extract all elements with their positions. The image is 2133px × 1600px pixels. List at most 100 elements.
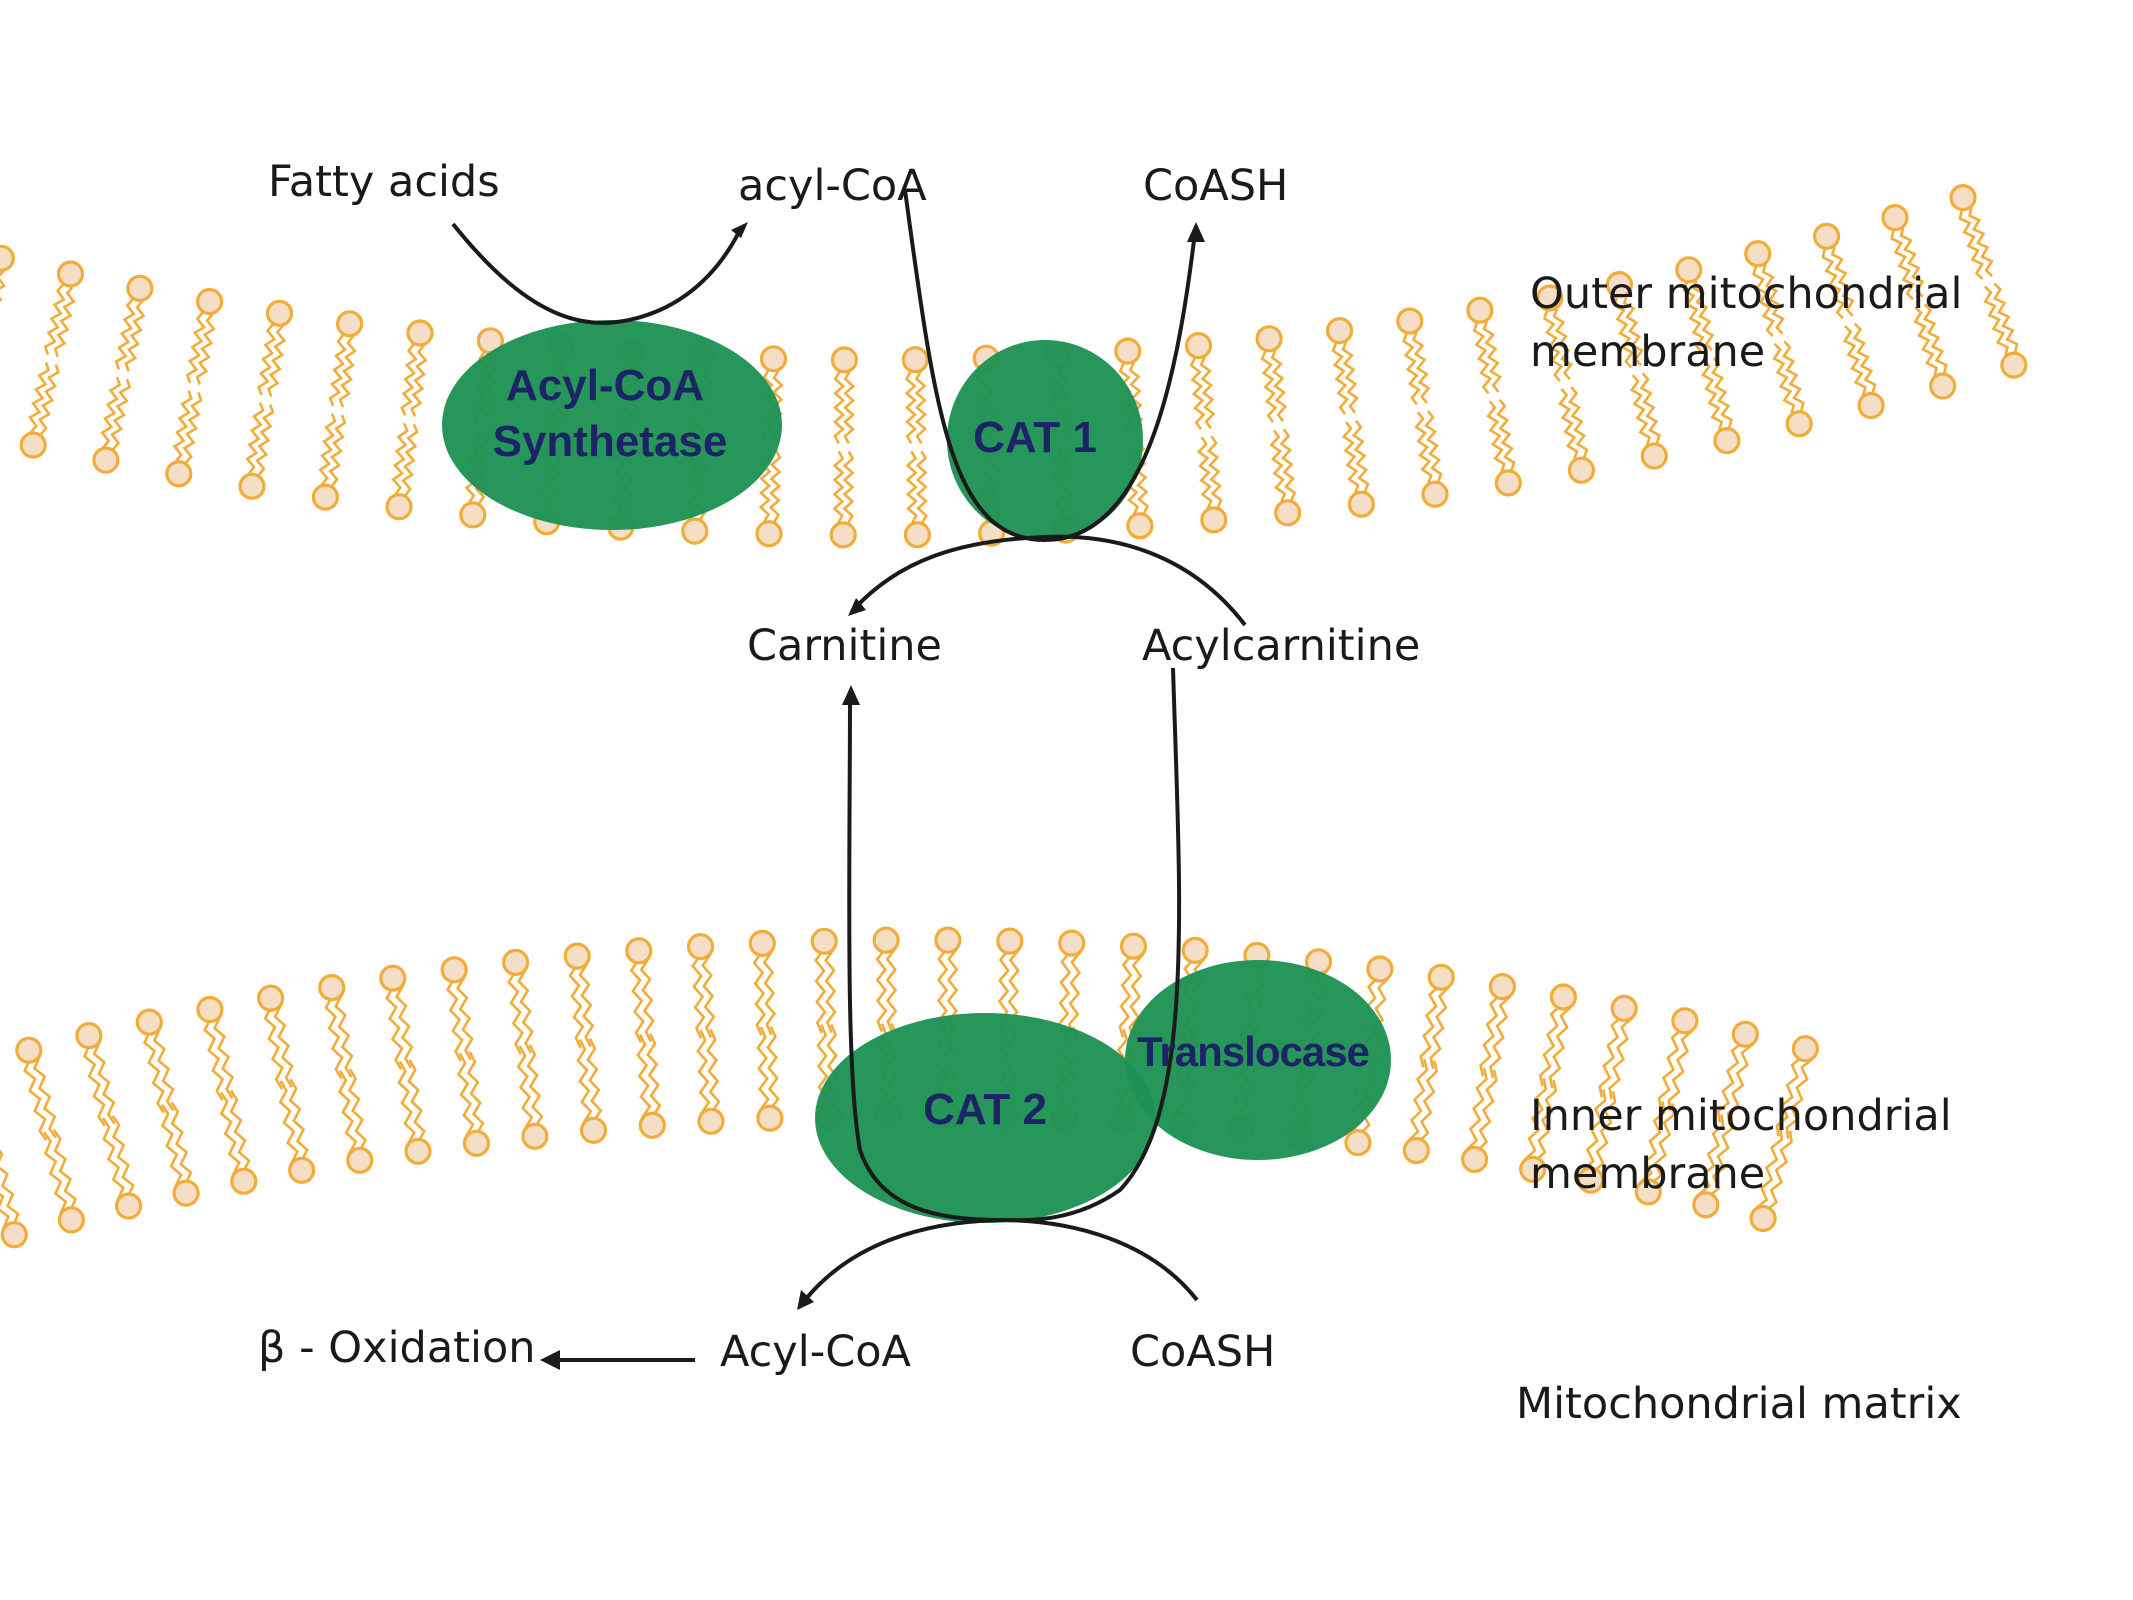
lipid-tail	[1752, 266, 1776, 337]
lipid-tail	[43, 283, 66, 355]
lipid-tail	[185, 311, 206, 384]
lipid-head	[1366, 955, 1394, 983]
lipid-head	[1640, 442, 1668, 470]
lipid-tail	[53, 285, 76, 358]
lipid-head	[810, 927, 838, 955]
lipid-tail	[1710, 357, 1734, 429]
lipid-head	[2000, 351, 2028, 379]
lipid-tail	[1414, 411, 1433, 484]
translocase-label: Translocase	[1137, 1028, 1369, 1075]
lipid-tail	[1199, 356, 1216, 430]
inner-membrane-label-line1: Inner mitochondrial	[1530, 1091, 1952, 1141]
lipid-head	[686, 932, 715, 961]
lipid-tail	[1542, 310, 1564, 382]
lipid-tail	[1692, 280, 1715, 352]
lipid-tail	[0, 270, 6, 302]
fatty-acids-label: Fatty acids	[268, 157, 500, 207]
acyl-coa-outer-label: acyl-CoA	[738, 161, 927, 211]
lipid-head	[265, 299, 294, 327]
lipid-head	[829, 521, 857, 549]
lipid-tail	[172, 390, 193, 462]
lipid-head	[1344, 1128, 1372, 1157]
lipid-head	[404, 1137, 432, 1165]
lipid-head	[230, 1167, 258, 1195]
arrowhead-carnitine	[848, 598, 866, 616]
lipid-head	[1460, 1145, 1489, 1174]
carnitine-label: Carnitine	[747, 621, 942, 671]
lipid-head	[1255, 325, 1283, 353]
lipid-head	[1929, 372, 1957, 400]
lipid-tail	[110, 378, 132, 451]
lipid-head	[462, 1129, 490, 1157]
lipid-tail	[257, 323, 277, 396]
lipid-head	[1605, 271, 1634, 299]
lipid-tail	[904, 371, 918, 444]
lipid-head	[1536, 284, 1564, 312]
lipid-tail	[1270, 349, 1288, 423]
lipid-tail	[114, 298, 136, 370]
lipid-head	[638, 1111, 666, 1139]
lipid-head	[126, 274, 154, 302]
lipid-tail	[400, 343, 418, 416]
lipid-head	[172, 1179, 200, 1207]
lipid-head	[1126, 512, 1154, 540]
arrowhead-acyl-coa	[731, 222, 748, 238]
inner-mitochondrial-membrane	[0, 926, 1820, 1249]
cat1-uptake-arrow	[903, 189, 1197, 543]
lipid-tail	[1922, 303, 1948, 374]
lipid-tail	[1701, 359, 1724, 431]
lipid-tail	[1772, 342, 1796, 414]
lipid-tail	[1682, 282, 1705, 354]
lipid-head	[1749, 1204, 1777, 1233]
lipid-tail	[401, 423, 419, 497]
lipid-head	[1519, 1155, 1547, 1183]
lipid-tail	[914, 371, 928, 444]
lipid-head	[406, 319, 434, 347]
lipid-tail	[1260, 350, 1278, 424]
lipid-tail	[328, 414, 347, 487]
lipid-tail	[1189, 357, 1206, 430]
coash-to-acyl-coa-arrow	[803, 1217, 1199, 1302]
lipid-head	[1791, 1035, 1820, 1063]
acylcarnitine-to-carnitine-arrow	[853, 534, 1247, 627]
lipid-head	[1675, 256, 1703, 284]
acyl-coa-matrix-label: Acyl-CoA	[720, 1327, 912, 1377]
lipid-tail	[1402, 333, 1421, 406]
lipid-tail	[37, 364, 60, 436]
arrowhead-carnitine-up	[842, 685, 860, 705]
lipid-head	[56, 260, 85, 288]
acyl-coa-synthetase-enzyme	[442, 320, 782, 530]
lipid-head	[1119, 932, 1148, 960]
mitochondrial-matrix-label: Mitochondrial matrix	[1516, 1379, 1962, 1429]
lipid-head	[311, 483, 339, 511]
lipid-head	[1347, 490, 1376, 518]
lipid-head	[901, 346, 929, 374]
lipid-head	[1857, 391, 1885, 420]
lipid-tail	[1472, 322, 1493, 395]
lipid-head	[625, 937, 653, 965]
lipid-head	[0, 244, 15, 272]
translocase-enzyme	[1125, 960, 1391, 1160]
lipid-head	[1184, 332, 1213, 360]
lipid-head	[755, 520, 783, 548]
lipid-head	[521, 1122, 549, 1150]
lipid-head	[1494, 469, 1522, 497]
coash-matrix-label: CoASH	[1130, 1327, 1275, 1377]
lipid-tail	[1629, 374, 1652, 446]
lipid-tail	[318, 413, 337, 486]
lipid-tail	[182, 392, 203, 464]
lipid-head	[830, 346, 859, 374]
lipid-tail	[1899, 227, 1925, 298]
lipid-tail	[833, 371, 846, 445]
lipid-head	[196, 287, 224, 316]
lipid-head	[756, 1104, 784, 1132]
lipid-head	[681, 517, 709, 545]
lipid-head	[1785, 410, 1813, 438]
outer-membrane-label-line1: Outer mitochondrial	[1530, 269, 1962, 319]
lipid-head	[1692, 1191, 1720, 1219]
cat2-enzyme	[815, 1013, 1155, 1223]
lipid-tail	[1639, 372, 1661, 444]
lipid-tail	[1890, 230, 1915, 301]
lipid-head	[92, 446, 120, 474]
